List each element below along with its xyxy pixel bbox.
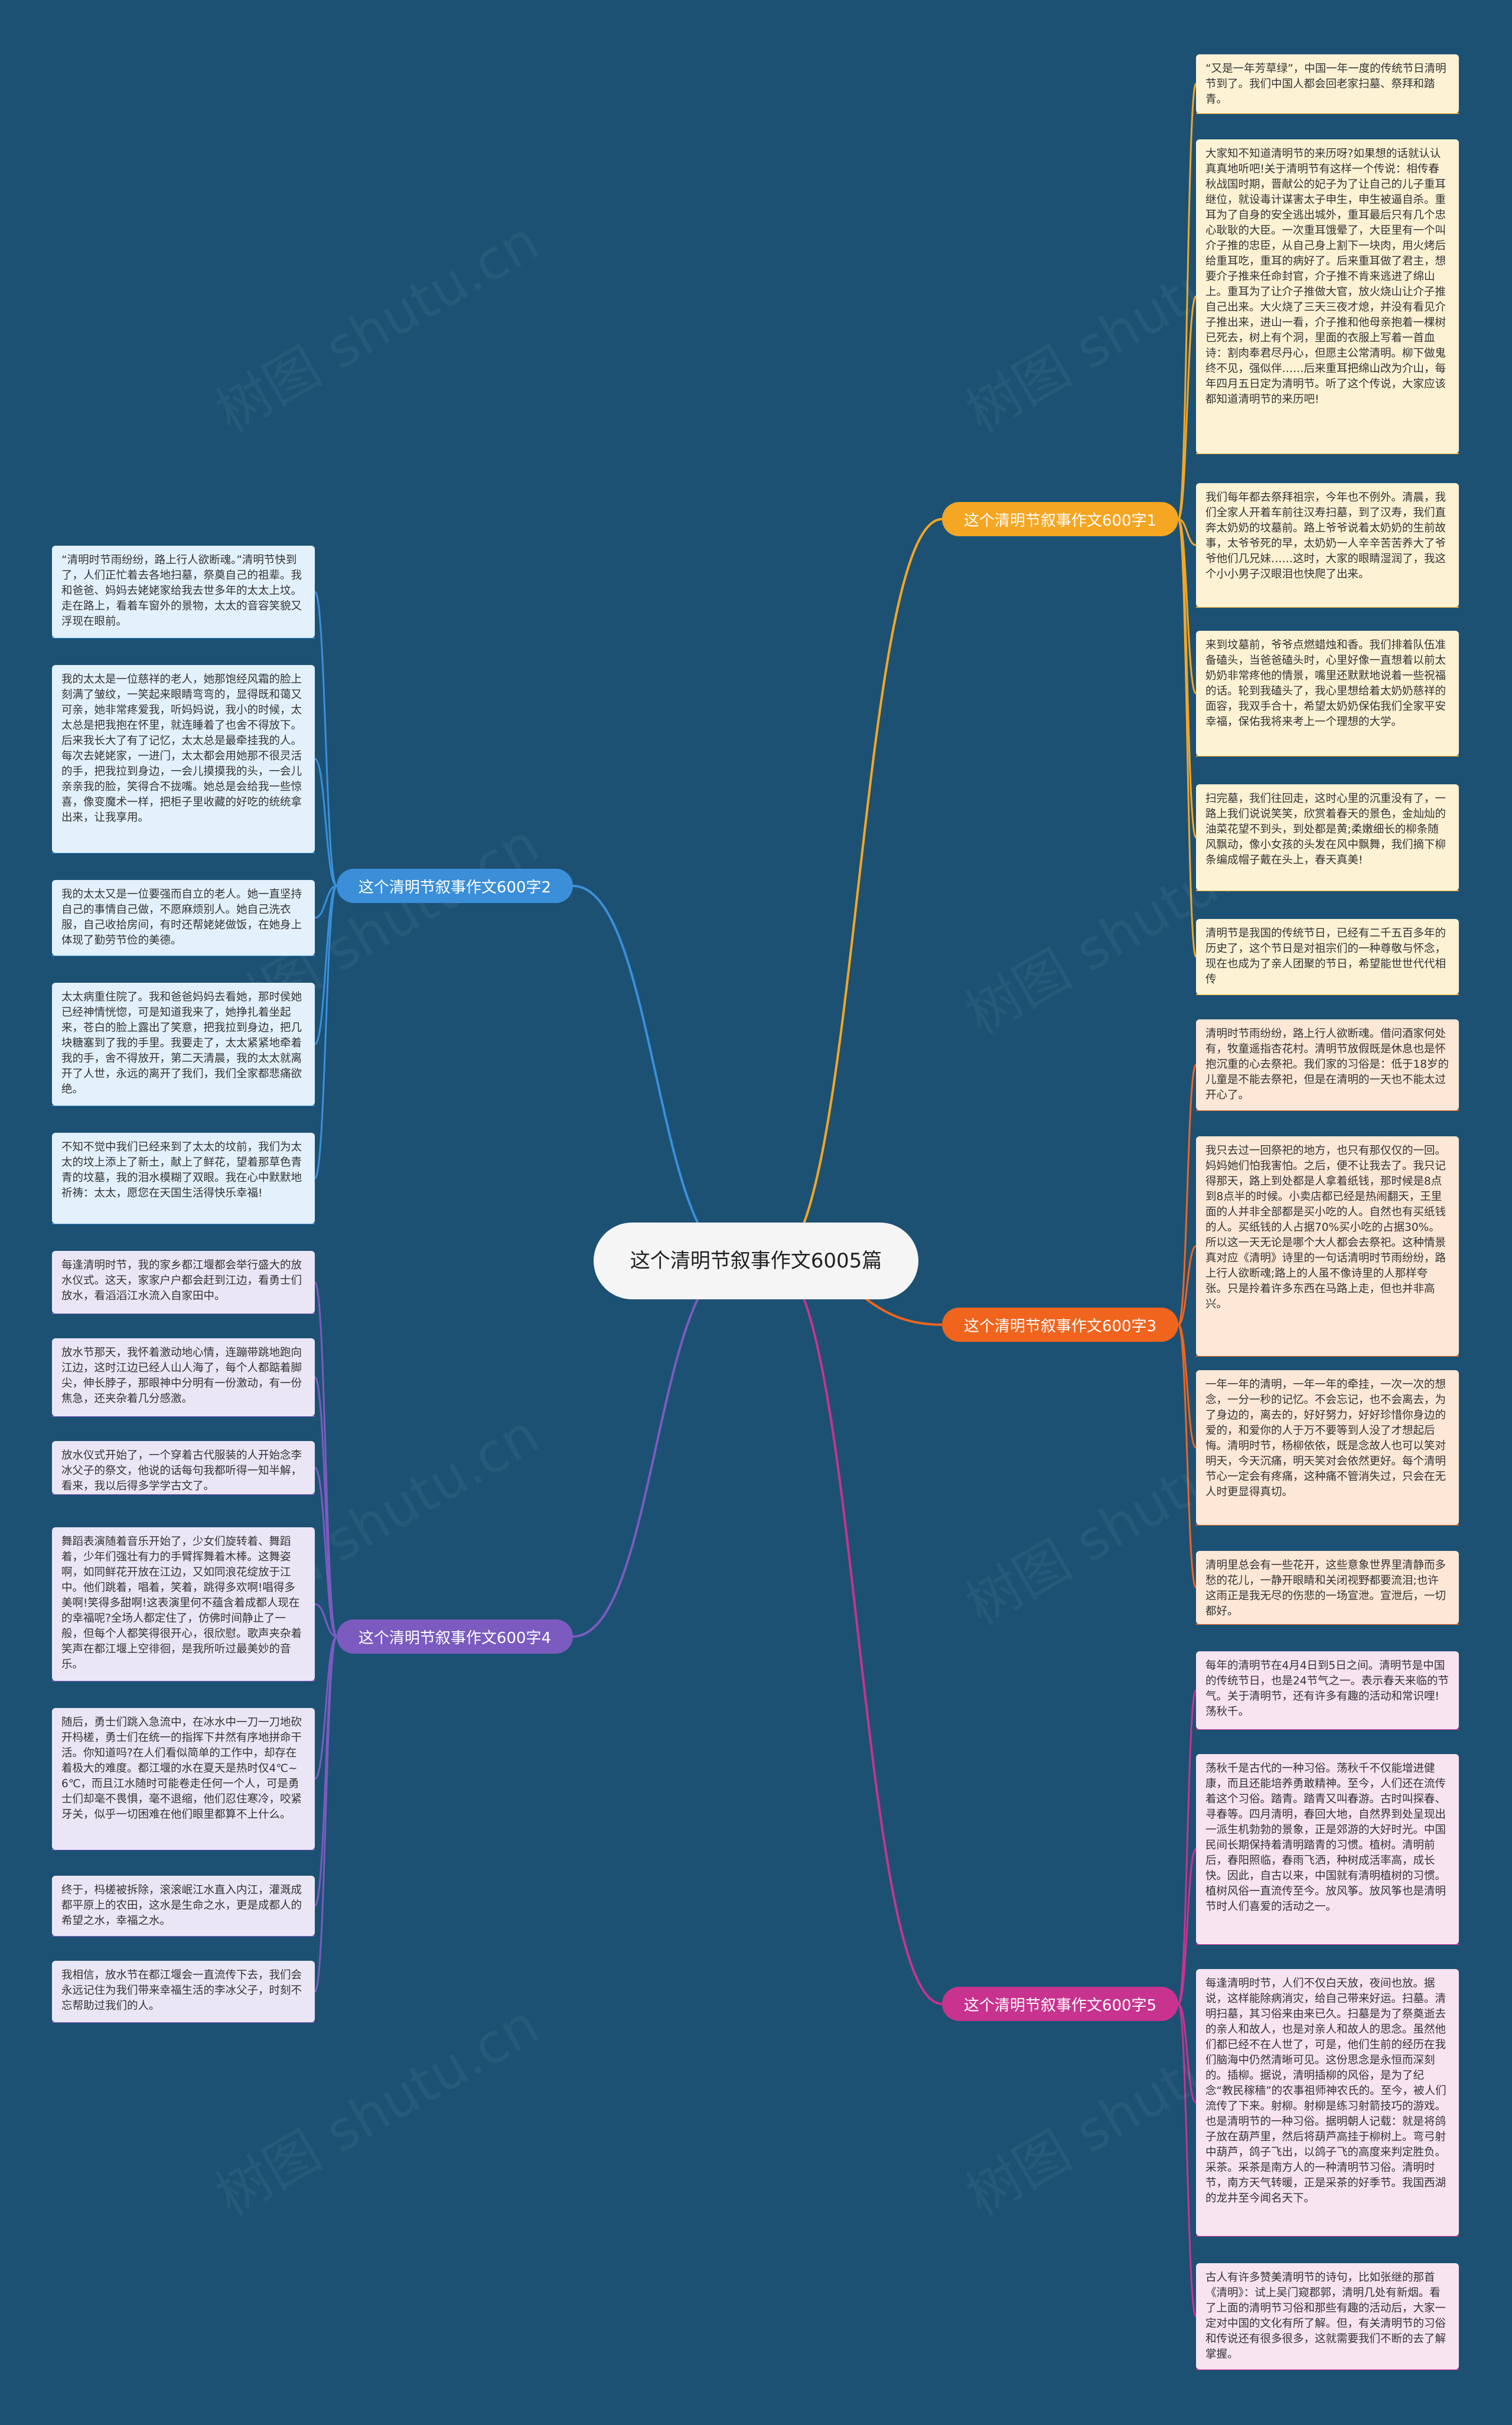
connector-line <box>314 1466 338 1638</box>
connector-line <box>1177 1064 1197 1326</box>
connector-line <box>314 885 338 1179</box>
branch-topic-2[interactable]: 这个清明节叙事作文600字2 <box>337 869 573 903</box>
leaf-note[interactable]: 我的太太是一位慈祥的老人，她那饱经风霜的脸上刻满了皱纹，一笑起来眼睛弯弯的，显得… <box>52 665 315 853</box>
connector-line <box>314 1635 338 1780</box>
connector-line <box>1178 1245 1197 1326</box>
leaf-note[interactable]: 每年的清明节在4月4日到5日之间。清明节是中国的传统节日，也是24节气之一。表示… <box>1196 1651 1459 1729</box>
connector-line <box>314 758 337 887</box>
leaf-note[interactable]: 扫完墓，我们往回走，这时心里的沉重没有了，一路上我们说说笑笑，欣赏着春天的景色，… <box>1196 784 1459 891</box>
leaf-note[interactable]: 我的太太又是一位要强而自立的老人。她一直坚持自己的事情自己做，不愿麻烦别人。她自… <box>52 880 315 956</box>
leaf-note[interactable]: 大家知不知道清明节的来历呀?如果想的话就认认真真地听吧!关于清明节有这样一个传说… <box>1196 139 1459 454</box>
connector-line <box>1177 1324 1197 1589</box>
connector-line <box>773 1260 943 2005</box>
connector-line <box>572 1260 739 1638</box>
connector-line <box>1178 518 1197 546</box>
connector-line <box>1177 2003 1197 2318</box>
leaf-note[interactable]: “清明时节雨纷纷，路上行人欲断魂。”清明节快到了，人们正忙着去各地扫墓，祭奠自己… <box>52 546 315 638</box>
leaf-note[interactable]: 我相信，放水节在都江堰会一直流传下去，我们会永远记住为我们带来幸福生活的李冰父子… <box>52 1961 315 2022</box>
leaf-note[interactable]: 放水仪式开始了，一个穿着古代服装的人开始念李冰父子的祭文，他说的话每句我都听得一… <box>52 1441 315 1494</box>
branch-topic-1[interactable]: 这个清明节叙事作文600字1 <box>942 502 1178 536</box>
leaf-note[interactable]: 太太病重住院了。我和爸爸妈妈去看她，那时侯她已经神情恍惚，可是知道我来了，她挣扎… <box>52 983 315 1106</box>
connector-line <box>1177 295 1197 520</box>
leaf-note[interactable]: 不知不觉中我们已经来到了太太的坟前，我们为太太的坟上添上了新土，献上了鲜花，望着… <box>52 1133 315 1224</box>
connector-line <box>314 885 337 919</box>
connector-line <box>1177 83 1197 520</box>
connector-line <box>572 885 739 1262</box>
root-topic[interactable]: 这个清明节叙事作文6005篇 <box>594 1223 918 1299</box>
connector-line <box>1177 1324 1197 1449</box>
connector-line <box>1177 1689 1197 2005</box>
branch-topic-5[interactable]: 这个清明节叙事作文600字5 <box>942 1987 1178 2021</box>
leaf-note[interactable]: 每逢清明时节，人们不仅白天放，夜间也放。据说，这样能除病消灾，给自己带来好运。扫… <box>1196 1969 1459 2236</box>
leaf-note[interactable]: 舞蹈表演随着音乐开始了，少女们旋转着、舞蹈着，少年们强壮有力的手臂挥舞着木棒。这… <box>52 1527 315 1681</box>
leaf-note[interactable]: 终于，杩槎被拆除，滚滚岷江水直入内江，灌溉成都平原上的农田，这水是生命之水，更是… <box>52 1876 315 1936</box>
connector-line <box>314 1376 338 1638</box>
branch-topic-4[interactable]: 这个清明节叙事作文600字4 <box>337 1619 573 1654</box>
connector-line <box>1177 518 1197 958</box>
leaf-note[interactable]: 每逢清明时节，我的家乡都江堰都会举行盛大的放水仪式。这天，家家户户都会赶到江边，… <box>52 1251 315 1313</box>
connector-line <box>1177 1848 1197 2005</box>
leaf-note[interactable]: “又是一年芳草绿”，中国一年一度的传统节日清明节到了。我们中国人都会回老家扫墓、… <box>1196 54 1459 113</box>
connector-line <box>314 1603 337 1638</box>
leaf-note[interactable]: 荡秋千是古代的一种习俗。荡秋千不仅能增进健康，而且还能培养勇敢精神。至今，人们还… <box>1196 1754 1459 1944</box>
leaf-note[interactable]: 我只去过一回祭祀的地方，也只有那仅仅的一回。妈妈她们怕我害怕。之后，便不让我去了… <box>1196 1136 1459 1356</box>
leaf-note[interactable]: 清明时节雨纷纷，路上行人欲断魂。借问酒家何处有，牧童遥指杏花村。清明节放假既是休… <box>1196 1019 1459 1110</box>
connector-line <box>1177 518 1197 839</box>
leaf-note[interactable]: 我们每年都去祭拜祖宗，今年也不例外。清晨，我们全家人开着车前往汉寿扫墓，到了汉寿… <box>1196 483 1459 607</box>
leaf-note[interactable]: 一年一年的清明，一年一年的牵挂，一次一次的想念，一分一秒的记忆。不会忘记，也不会… <box>1196 1370 1459 1525</box>
connector-line <box>314 591 338 887</box>
connector-line <box>314 1281 338 1638</box>
leaf-note[interactable]: 清明节是我国的传统节日，已经有二千五百多年的历史了，这个节日是对祖宗们的一种尊敬… <box>1196 919 1459 995</box>
connector-line <box>773 518 943 1262</box>
leaf-note[interactable]: 来到坟墓前，爷爷点燃蜡烛和香。我们排着队伍准备磕头，当爸爸磕头时，心里好像一直想… <box>1196 631 1459 756</box>
leaf-note[interactable]: 清明里总会有一些花开，这些意象世界里清静而多愁的花儿，一静开眼睛和关闭视野都要流… <box>1196 1551 1459 1624</box>
connector-line <box>1177 2003 1197 2104</box>
branch-topic-3[interactable]: 这个清明节叙事作文600字3 <box>942 1308 1178 1342</box>
leaf-note[interactable]: 放水节那天，我怀着激动地心情，连蹦带跳地跑向江边，这时江边已经人山人海了，每个人… <box>52 1338 315 1416</box>
leaf-note[interactable]: 古人有许多赞美清明节的诗句，比如张继的那首《清明》：试上吴门窥郡郭，清明几处有新… <box>1196 2263 1459 2369</box>
root-topic-label: 这个清明节叙事作文6005篇 <box>630 1249 882 1273</box>
connector-line <box>314 1635 338 1993</box>
leaf-note[interactable]: 随后，勇士们跳入急流中，在冰水中一刀一刀地砍开杩槎，勇士们在统一的指挥下井然有序… <box>52 1708 315 1850</box>
